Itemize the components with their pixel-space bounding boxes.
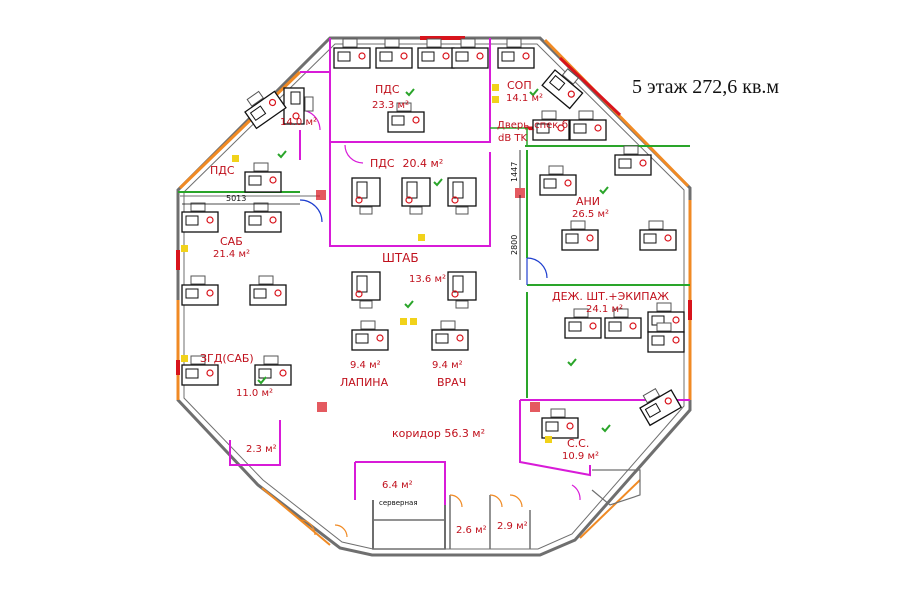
label-shtab-area: 13.6 м²: [409, 274, 446, 285]
dimension-1447: 1447: [510, 162, 519, 182]
label-dezh-name: ДЕЖ. ШТ.+ЭКИПАЖ: [552, 290, 669, 303]
label-pds1-area: 23.3 м²: [372, 100, 409, 111]
label-pds2-name: ПДС: [370, 157, 395, 170]
markers: [181, 84, 552, 443]
label-corridor: коридор 56.3 м²: [392, 427, 485, 440]
label-small26-area: 2.6 м²: [456, 525, 487, 536]
label-zgd-name: ЗГД(САБ): [200, 352, 254, 365]
label-sop-area: 14.1 м²: [506, 93, 543, 104]
dimension-5013: 5013: [226, 194, 246, 203]
dimension-2800: 2800: [510, 235, 519, 255]
label-ani-name: АНИ: [576, 195, 600, 208]
label-vrach-area: 9.4 м²: [432, 360, 463, 371]
entrance-doors: [299, 494, 523, 538]
label-vrach-name: ВРАЧ: [437, 376, 466, 389]
label-pds2: ПДС 20.4 м²: [370, 157, 443, 170]
label-ani-area: 26.5 м²: [572, 209, 609, 220]
label-zgd-area: 11.0 м²: [236, 388, 273, 399]
label-server-name: серверная: [379, 499, 418, 507]
label-room14-area: 14.0 м²: [280, 117, 317, 128]
check-marks: [257, 88, 611, 433]
floor-title: 5 этаж 272,6 кв.м: [632, 76, 780, 98]
label-dbtk: dB TK: [498, 133, 527, 144]
label-small23-area: 2.3 м²: [246, 444, 277, 455]
dimension-lines: [182, 150, 521, 280]
label-sab-name: САБ: [220, 235, 243, 248]
label-sop-name: СОП: [507, 79, 532, 92]
furniture: [181, 38, 685, 439]
doors: [299, 199, 581, 501]
label-shtab-name: ШТАБ: [382, 251, 419, 265]
label-dezh-area: 24.1 м²: [586, 304, 623, 315]
label-door-note: Дверь_спек-б: [497, 120, 568, 131]
label-server-area: 6.4 м²: [382, 480, 413, 491]
label-lapina-name: ЛАПИНА: [340, 376, 389, 389]
red-accents: [176, 36, 692, 375]
interior-walls: [180, 195, 641, 550]
label-lapina-area: 9.4 м²: [350, 360, 381, 371]
label-pds1-name: ПДС: [375, 83, 400, 96]
label-pds2-area: 20.4 м²: [403, 157, 444, 170]
label-ss-area: 10.9 м²: [562, 451, 599, 462]
label-small29-area: 2.9 м²: [497, 521, 528, 532]
label-pds3-name: ПДС: [210, 164, 235, 177]
label-sab-area: 21.4 м²: [213, 249, 250, 260]
label-ss-name: С.С.: [567, 437, 589, 450]
